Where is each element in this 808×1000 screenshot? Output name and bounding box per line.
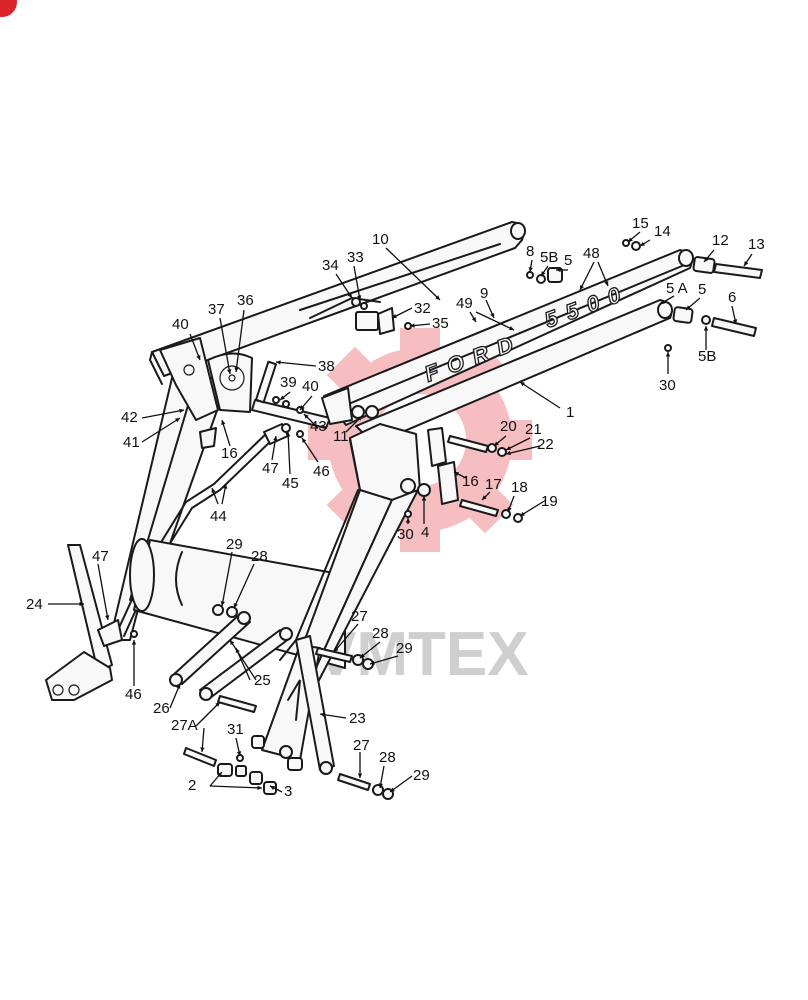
callout-8: 8 [526, 243, 534, 260]
left-foot-bracket [45, 544, 123, 701]
callout-9: 9 [480, 285, 488, 302]
hardware-pins [130, 239, 763, 800]
callout-42: 42 [121, 409, 138, 426]
callout-37: 37 [208, 301, 225, 318]
callout-16-right: 16 [462, 473, 479, 490]
callout-32: 32 [414, 300, 431, 317]
callout-47-upper: 47 [262, 460, 279, 477]
callout-41: 41 [123, 434, 140, 451]
callout-34: 34 [322, 257, 339, 274]
callout-22: 22 [537, 436, 554, 453]
callouts: 10 33 34 32 35 36 37 40 38 39 40 43 42 4… [26, 215, 765, 800]
callout-43: 43 [310, 418, 327, 435]
callout-40-upper: 40 [172, 316, 189, 333]
callout-36: 36 [237, 292, 254, 309]
callout-13: 13 [748, 236, 765, 253]
callout-19: 19 [541, 493, 558, 510]
callout-39: 39 [280, 374, 297, 391]
callout-27-middle: 27 [351, 608, 368, 625]
callout-12: 12 [712, 232, 729, 249]
callout-48: 48 [583, 245, 600, 262]
corner-badge [0, 0, 17, 17]
callout-5-upper: 5 [564, 252, 572, 269]
callout-28-lower: 28 [379, 749, 396, 766]
callout-28-upper: 28 [251, 548, 268, 565]
callout-44: 44 [210, 508, 227, 525]
callout-35: 35 [432, 315, 449, 332]
callout-26: 26 [153, 700, 170, 717]
callout-27A: 27A [171, 717, 198, 734]
callout-5A: 5 A [666, 280, 688, 297]
callout-5-lower: 5 [698, 281, 706, 298]
callout-11: 11 [333, 428, 349, 445]
callout-46-upper: 46 [313, 463, 330, 480]
callout-24: 24 [26, 596, 43, 613]
callout-5B-lower: 5B [698, 348, 716, 365]
callout-40-lower: 40 [302, 378, 319, 395]
callout-2: 2 [188, 777, 196, 794]
callout-25: 25 [254, 672, 271, 689]
callout-15: 15 [632, 215, 649, 232]
callout-5B-upper: 5B [540, 249, 558, 266]
callout-21: 21 [525, 421, 542, 438]
callout-33: 33 [347, 249, 364, 266]
callout-30-upper: 30 [659, 377, 676, 394]
callout-47-lower: 47 [92, 548, 109, 565]
callout-29-middle: 29 [396, 640, 413, 657]
callout-23: 23 [349, 710, 366, 727]
callout-29-lower: 29 [413, 767, 430, 784]
callout-3: 3 [284, 783, 292, 800]
callout-46-lower: 46 [125, 686, 142, 703]
callout-27-lower: 27 [353, 737, 370, 754]
leader-lines [48, 231, 753, 793]
callout-49: 49 [456, 295, 473, 312]
callout-28-middle: 28 [372, 625, 389, 642]
callout-38: 38 [318, 358, 335, 375]
callout-29-upper: 29 [226, 536, 243, 553]
callout-18: 18 [511, 479, 528, 496]
callout-16-left: 16 [221, 445, 238, 462]
callout-17: 17 [485, 476, 502, 493]
front-link-23 [295, 635, 335, 775]
callout-45: 45 [282, 475, 299, 492]
watermark-text: VMTEX [315, 620, 529, 689]
callout-4: 4 [421, 524, 429, 541]
callout-6: 6 [728, 289, 736, 306]
callout-31: 31 [227, 721, 244, 738]
callout-10: 10 [372, 231, 389, 248]
right-boom-arm [261, 249, 694, 761]
callout-1: 1 [566, 404, 574, 421]
callout-30-lower: 30 [397, 526, 414, 543]
callout-20: 20 [500, 418, 517, 435]
callout-14: 14 [654, 223, 671, 240]
